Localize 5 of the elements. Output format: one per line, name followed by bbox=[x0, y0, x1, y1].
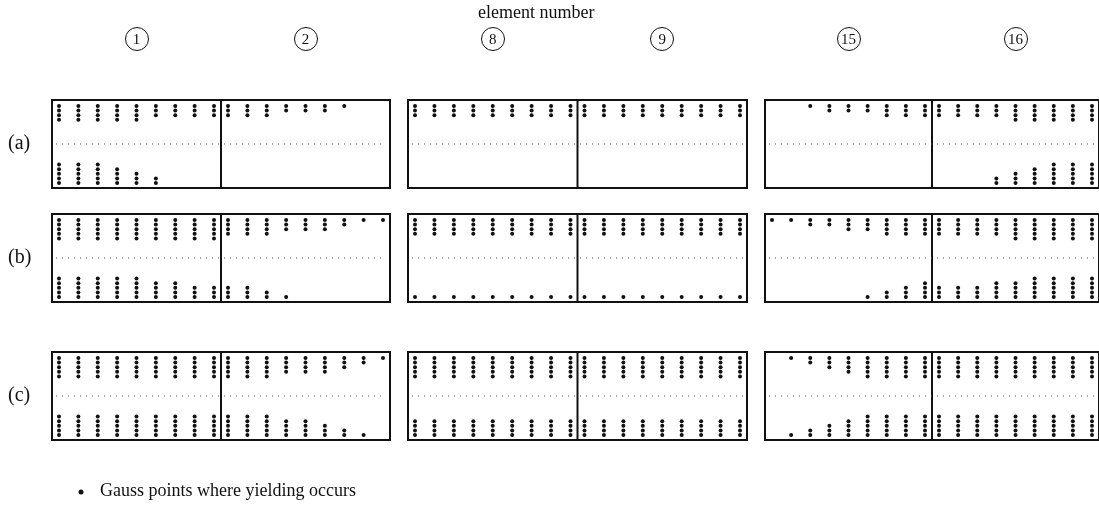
row-label: (c) bbox=[8, 383, 31, 406]
row-label: (a) bbox=[8, 131, 31, 154]
row-label: (b) bbox=[8, 245, 32, 268]
legend-text: Gauss points where yielding occurs bbox=[100, 480, 356, 501]
axis-title: element number bbox=[478, 2, 595, 23]
